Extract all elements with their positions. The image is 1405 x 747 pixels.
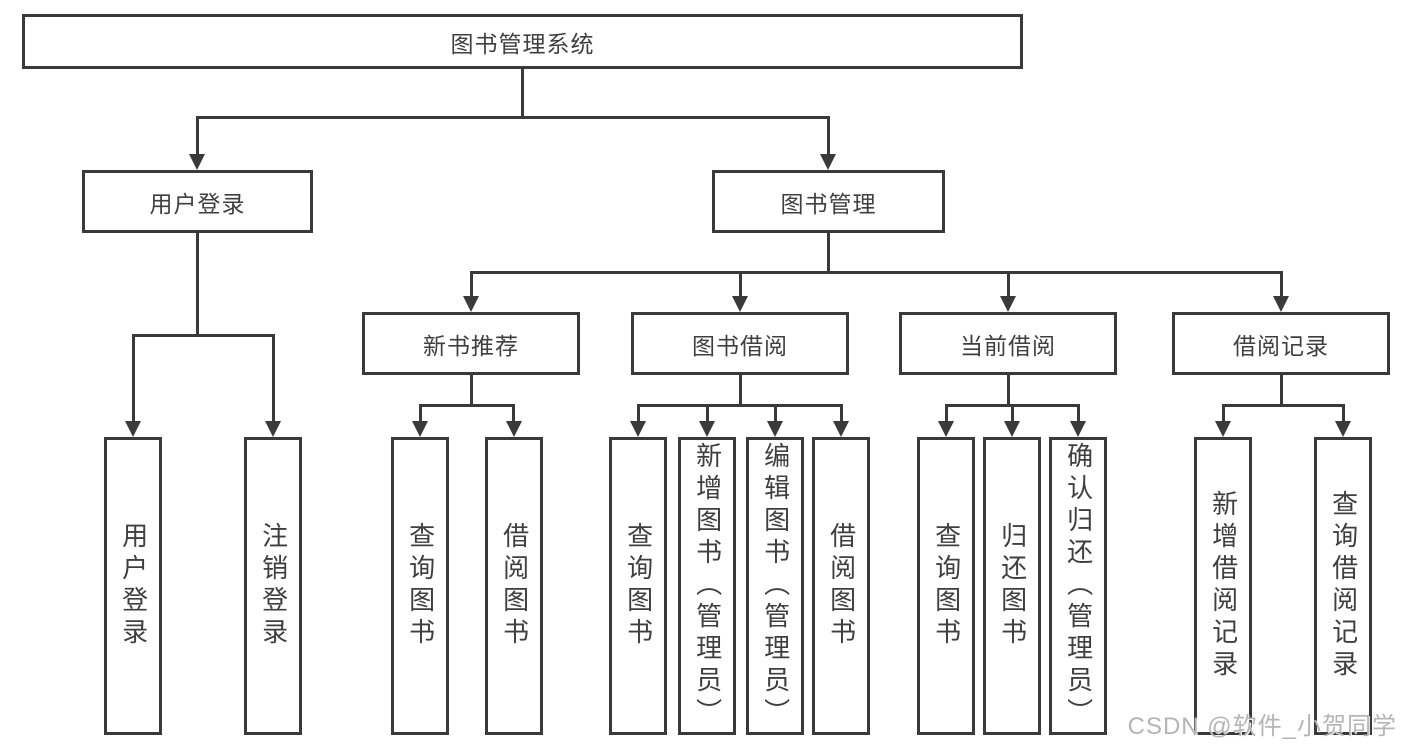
leaf-label: 编辑图书（管理员） — [760, 442, 791, 730]
watermark: CSDN @软件_小贺同学 — [1127, 713, 1397, 740]
connector-line — [470, 271, 473, 298]
leaf-label: 用户登录 — [118, 522, 149, 650]
leaf-label: 查询图书 — [405, 522, 436, 650]
connector-line — [1280, 375, 1283, 406]
connector-line — [521, 69, 524, 118]
leaf-label: 归还图书 — [997, 522, 1028, 650]
arrow-down-icon — [1000, 296, 1016, 312]
connector-line — [637, 404, 640, 423]
arrow-down-icon — [412, 421, 428, 437]
connector-line — [1222, 404, 1345, 407]
connector-line — [196, 233, 199, 336]
leaf-borrow-books-recommend: 借阅图书 — [485, 437, 543, 735]
arrow-down-icon — [463, 296, 479, 312]
leaf-label: 确认归还（管理员） — [1063, 442, 1094, 730]
connector-line — [470, 375, 473, 406]
connector-line — [419, 404, 515, 407]
connector-line — [706, 404, 709, 423]
connector-line — [1280, 271, 1283, 298]
connector-line — [1222, 404, 1225, 423]
connector-line — [827, 116, 830, 156]
connector-line — [470, 271, 1283, 274]
leaf-label: 新增借阅记录 — [1208, 490, 1239, 682]
connector-line — [1077, 404, 1080, 423]
connector-line — [637, 404, 843, 407]
leaf-user-login: 用户登录 — [104, 437, 162, 735]
arrow-down-icon — [1273, 296, 1289, 312]
leaf-borrow-books: 借阅图书 — [812, 437, 870, 735]
node-book-management: 图书管理 — [712, 170, 945, 233]
node-label: 图书管理 — [780, 190, 877, 217]
node-book-borrowing: 图书借阅 — [631, 312, 849, 375]
connector-line — [827, 233, 830, 273]
leaf-add-borrow-record: 新增借阅记录 — [1194, 437, 1252, 735]
leaf-label: 查询图书 — [931, 522, 962, 650]
arrow-down-icon — [1215, 421, 1231, 437]
leaf-logout-login: 注销登录 — [244, 437, 302, 735]
connector-line — [840, 404, 843, 423]
leaf-label: 注销登录 — [258, 522, 289, 650]
connector-line — [945, 404, 948, 423]
node-label: 当前借阅 — [960, 332, 1056, 359]
leaf-add-book-admin: 新增图书（管理员） — [678, 437, 736, 735]
node-label: 图书管理系统 — [450, 30, 595, 57]
arrow-down-icon — [833, 421, 849, 437]
arrow-down-icon — [1004, 421, 1020, 437]
arrow-down-icon — [699, 421, 715, 437]
leaf-query-books-current: 查询图书 — [917, 437, 975, 735]
leaf-label: 查询图书 — [623, 522, 654, 650]
arrow-down-icon — [1070, 421, 1086, 437]
connector-line — [132, 334, 275, 337]
node-user-login: 用户登录 — [82, 170, 313, 233]
arrow-down-icon — [938, 421, 954, 437]
connector-line — [739, 271, 742, 298]
connector-line — [739, 375, 742, 406]
connector-line — [1007, 271, 1010, 298]
arrow-down-icon — [732, 296, 748, 312]
leaf-label: 查询借阅记录 — [1328, 490, 1359, 682]
node-label: 用户登录 — [149, 190, 246, 217]
leaf-query-books-borrow: 查询图书 — [609, 437, 667, 735]
connector-line — [419, 404, 422, 423]
arrow-down-icon — [265, 421, 281, 437]
connector-line — [1011, 404, 1014, 423]
arrow-down-icon — [820, 154, 836, 170]
leaf-edit-book-admin: 编辑图书（管理员） — [746, 437, 804, 735]
connector-line — [1342, 404, 1345, 423]
connector-line — [1007, 375, 1010, 406]
arrow-down-icon — [506, 421, 522, 437]
leaf-confirm-return-admin: 确认归还（管理员） — [1049, 437, 1107, 735]
arrow-down-icon — [125, 421, 141, 437]
node-label: 借阅记录 — [1233, 332, 1329, 359]
node-root: 图书管理系统 — [22, 14, 1023, 69]
connector-line — [196, 116, 830, 119]
arrow-down-icon — [189, 154, 205, 170]
connector-line — [512, 404, 515, 423]
connector-line — [196, 116, 199, 156]
leaf-query-borrow-record: 查询借阅记录 — [1314, 437, 1372, 735]
leaf-query-books-recommend: 查询图书 — [391, 437, 449, 735]
node-new-book-recommendation: 新书推荐 — [362, 312, 580, 375]
arrow-down-icon — [767, 421, 783, 437]
leaf-return-books: 归还图书 — [983, 437, 1041, 735]
node-label: 图书借阅 — [692, 332, 788, 359]
arrow-down-icon — [1335, 421, 1351, 437]
node-borrowing-records: 借阅记录 — [1172, 312, 1390, 375]
node-current-borrowing: 当前借阅 — [899, 312, 1117, 375]
node-label: 新书推荐 — [423, 332, 519, 359]
connector-line — [272, 334, 275, 423]
connector-line — [774, 404, 777, 423]
connector-line — [132, 334, 135, 423]
arrow-down-icon — [630, 421, 646, 437]
leaf-label: 借阅图书 — [499, 522, 530, 650]
leaf-label: 新增图书（管理员） — [692, 442, 723, 730]
leaf-label: 借阅图书 — [826, 522, 857, 650]
